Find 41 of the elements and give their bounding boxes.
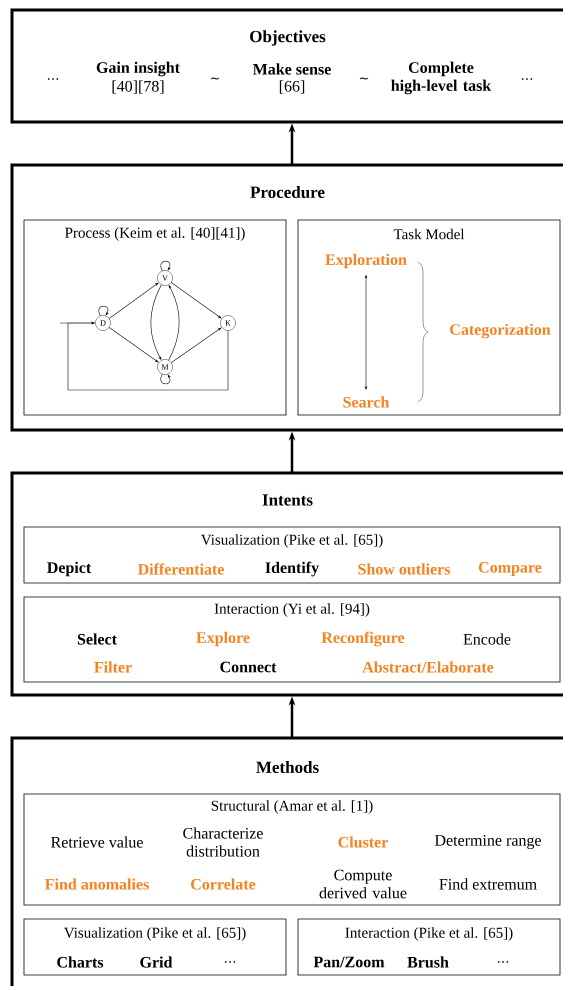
method-label: Grid <box>140 956 172 968</box>
objective-label: Complete high-level task <box>391 62 492 94</box>
arrow <box>68 321 228 390</box>
method-label: Determine range <box>434 835 541 850</box>
arrow <box>98 306 109 316</box>
intent-label: Encode <box>463 633 510 645</box>
intent-label: Reconfigure <box>322 632 404 646</box>
intent-label: Filter <box>94 661 132 673</box>
method-label: Compute derived value <box>320 870 406 898</box>
ellipsis: … <box>224 961 236 963</box>
ellipsis: … <box>522 78 532 80</box>
ellipsis: … <box>48 78 58 80</box>
method-label: Brush <box>407 956 449 968</box>
intent-label: Compare <box>478 562 542 576</box>
intent-label: Explore <box>196 632 250 646</box>
intent-label: Depict <box>47 562 92 576</box>
method-label: Cluster <box>338 836 388 848</box>
intent-label: Connect <box>220 662 276 672</box>
method-label: Charts <box>57 956 104 968</box>
method-label: Find anomalies <box>45 878 149 890</box>
tilde-symbol: ∼ <box>360 77 368 80</box>
method-label: Characterize distribution <box>183 827 263 857</box>
method-label: Correlate <box>191 878 256 890</box>
method-label: Retrieve value <box>51 836 143 848</box>
intent-label: Identify <box>265 562 319 576</box>
method-label: Pan/Zoom <box>314 956 384 968</box>
objective-label: Make sense <box>252 63 331 75</box>
objective-label: Gain insight <box>96 62 180 76</box>
intent-label: Show outliers <box>358 563 450 575</box>
task-label: Exploration <box>325 254 407 268</box>
tilde-symbol: ∼ <box>210 77 220 80</box>
citation-label: [40][78] <box>112 80 164 94</box>
intent-label: Select <box>78 633 117 645</box>
ellipsis: … <box>498 961 508 963</box>
intent-label: Abstract/Elaborate <box>362 661 494 673</box>
task-label: Search <box>343 396 390 408</box>
intent-label: Differentiate <box>138 563 224 575</box>
method-label: Find extremum <box>439 878 537 890</box>
citation-label: [66] <box>280 80 304 94</box>
category-label: Categorization <box>450 324 550 338</box>
arrow <box>160 260 171 272</box>
